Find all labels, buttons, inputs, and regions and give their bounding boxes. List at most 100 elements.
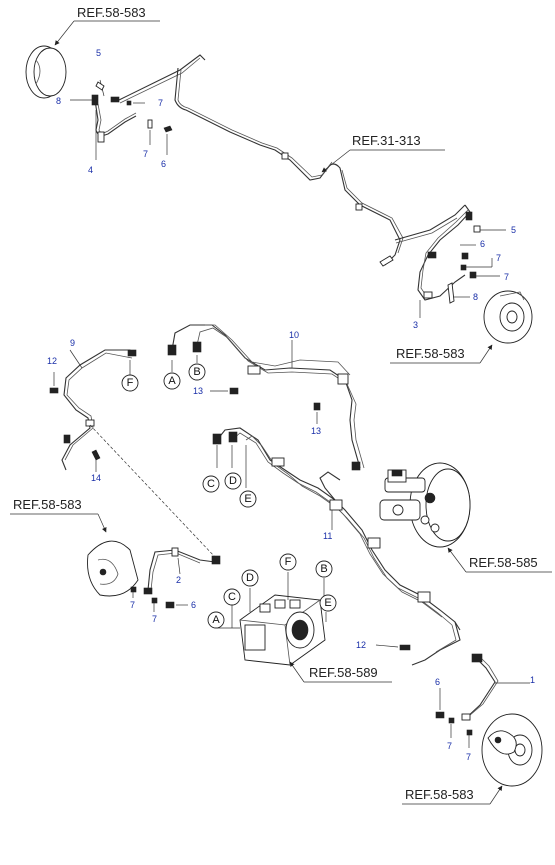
connector-E-mid: E bbox=[239, 490, 257, 508]
bolt-7-right-a bbox=[460, 258, 493, 271]
svg-text:REF.58-583: REF.58-583 bbox=[405, 787, 474, 802]
part-number-7-mid-a: 7 bbox=[130, 600, 135, 610]
part-number-6-right: 6 bbox=[480, 239, 485, 249]
bolt-13-b bbox=[313, 402, 321, 424]
svg-text:REF.58-589: REF.58-589 bbox=[309, 665, 378, 680]
rear-left-disc bbox=[87, 540, 139, 597]
bolt-6-right bbox=[461, 252, 469, 260]
svg-text:F: F bbox=[127, 377, 134, 389]
part-number-14: 14 bbox=[91, 473, 101, 483]
bolt-7-right-b bbox=[469, 271, 500, 279]
bolt-6-bottom bbox=[435, 688, 445, 719]
connector-B-abs: B bbox=[315, 560, 333, 578]
connector-A-top: A bbox=[163, 372, 181, 390]
connector-C-mid: C bbox=[202, 475, 220, 493]
svg-text:REF.58-585: REF.58-585 bbox=[469, 555, 538, 570]
svg-text:D: D bbox=[229, 475, 237, 487]
svg-text:C: C bbox=[207, 478, 215, 490]
ref-top-center[interactable]: REF.31-313 bbox=[321, 133, 445, 173]
bolt-7-mid-b bbox=[151, 597, 158, 612]
front-right-hose-1 bbox=[461, 653, 499, 721]
main-brake-pipe-top bbox=[118, 54, 466, 267]
part-number-6-top-left: 6 bbox=[161, 159, 166, 169]
bolt-7-mid-a bbox=[130, 586, 137, 598]
svg-text:E: E bbox=[244, 493, 251, 505]
part-number-8-top: 8 bbox=[56, 96, 61, 106]
front-left-disc-top bbox=[25, 45, 67, 99]
part-number-7-right-a: 7 bbox=[496, 253, 501, 263]
bolt-13-a bbox=[210, 387, 239, 395]
bolt-7-top bbox=[126, 100, 145, 106]
rear-right-hose bbox=[417, 204, 473, 301]
ref-center-bottom[interactable]: REF.58-589 bbox=[289, 661, 392, 683]
ref-right-upper[interactable]: REF.58-583 bbox=[390, 344, 493, 364]
part-number-7-bottom-b: 7 bbox=[466, 752, 471, 762]
bolt-6-top-left bbox=[163, 125, 173, 155]
part-number-8-right: 8 bbox=[473, 292, 478, 302]
pipe-bundle-11 bbox=[212, 427, 461, 666]
part-number-7-top-left: 7 bbox=[143, 149, 148, 159]
svg-text:B: B bbox=[320, 563, 327, 575]
part-number-11: 11 bbox=[323, 531, 332, 541]
connector-D-abs: D bbox=[241, 569, 259, 587]
bolt-7-bottom-b bbox=[466, 729, 473, 748]
ref-right-middle[interactable]: REF.58-585 bbox=[447, 547, 552, 573]
connector-A-abs: A bbox=[207, 611, 225, 629]
front-right-disc bbox=[481, 713, 543, 787]
ref-top-left[interactable]: REF.58-583 bbox=[54, 5, 160, 46]
part-number-1: 1 bbox=[530, 675, 535, 685]
bolt-8-right bbox=[447, 282, 470, 304]
connector-F-abs: F bbox=[279, 553, 297, 571]
bolt-14 bbox=[91, 449, 101, 472]
bolt-12-right bbox=[375, 644, 411, 651]
svg-text:F: F bbox=[285, 556, 292, 568]
part-number-6-bottom: 6 bbox=[435, 677, 440, 687]
part-number-2: 2 bbox=[176, 575, 181, 585]
part-number-13-b: 13 bbox=[311, 426, 321, 436]
ref-right-bottom[interactable]: REF.58-583 bbox=[402, 785, 503, 805]
bolt-12-left bbox=[49, 372, 59, 394]
svg-text:D: D bbox=[246, 572, 254, 584]
part-number-12-right: 12 bbox=[356, 640, 366, 650]
rear-right-disc bbox=[483, 290, 533, 344]
part-number-7-bottom-a: 7 bbox=[447, 741, 452, 751]
svg-text:B: B bbox=[193, 366, 200, 378]
rear-left-pipe-9 bbox=[61, 349, 137, 471]
svg-text:REF.31-313: REF.31-313 bbox=[352, 133, 421, 148]
part-number-7-mid-b: 7 bbox=[152, 614, 157, 624]
svg-text:A: A bbox=[168, 375, 176, 387]
brake-booster bbox=[379, 462, 471, 548]
part-number-4: 4 bbox=[88, 165, 93, 175]
connector-B-top: B bbox=[188, 363, 206, 381]
part-number-3: 3 bbox=[413, 320, 418, 330]
part-number-13-a: 13 bbox=[193, 386, 203, 396]
ref-left-middle[interactable]: REF.58-583 bbox=[10, 497, 107, 533]
part-number-7-top: 7 bbox=[158, 98, 163, 108]
part-number-12-left: 12 bbox=[47, 356, 57, 366]
part-number-6-mid: 6 bbox=[191, 600, 196, 610]
part-number-5-right: 5 bbox=[511, 225, 516, 235]
front-left-hose bbox=[91, 79, 137, 143]
part-number-9: 9 bbox=[70, 338, 75, 348]
svg-text:A: A bbox=[212, 614, 220, 626]
svg-text:C: C bbox=[228, 591, 236, 603]
svg-text:REF.58-583: REF.58-583 bbox=[77, 5, 146, 20]
connector-E-abs: E bbox=[319, 594, 337, 612]
part-number-5-top: 5 bbox=[96, 48, 101, 58]
svg-text:REF.58-583: REF.58-583 bbox=[396, 346, 465, 361]
bolt-6-mid bbox=[165, 601, 188, 609]
part-number-7-right-b: 7 bbox=[504, 272, 509, 282]
svg-text:REF.58-583: REF.58-583 bbox=[13, 497, 82, 512]
connector-F-left: F bbox=[121, 374, 139, 392]
connector-D-mid: D bbox=[224, 472, 242, 490]
bolt-7-bottom-a bbox=[448, 717, 455, 738]
pipe-bundle-10 bbox=[167, 324, 365, 471]
part-number-10: 10 bbox=[289, 330, 299, 340]
svg-text:E: E bbox=[324, 597, 331, 609]
abs-modulator bbox=[239, 594, 326, 666]
rear-left-hose-2 bbox=[143, 547, 221, 595]
clip-5-right bbox=[473, 225, 481, 233]
bolt-7-top-left bbox=[147, 119, 153, 145]
connector-C-abs: C bbox=[223, 588, 241, 606]
